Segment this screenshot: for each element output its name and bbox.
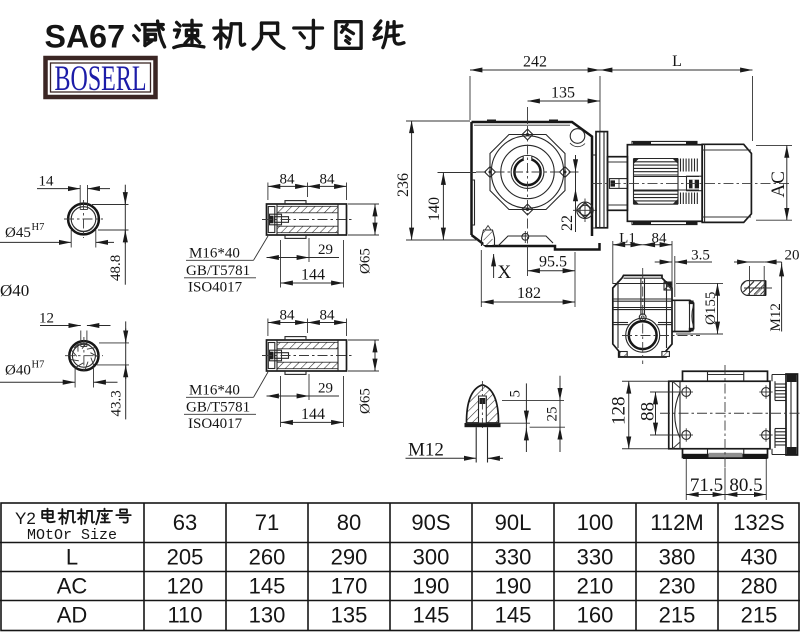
svg-text:190: 190 bbox=[495, 574, 532, 599]
svg-text:100: 100 bbox=[577, 510, 614, 535]
svg-text:M16*40: M16*40 bbox=[189, 383, 240, 399]
svg-text:ISO4017: ISO4017 bbox=[188, 416, 243, 432]
svg-text:L1: L1 bbox=[619, 231, 636, 247]
svg-text:190: 190 bbox=[413, 574, 450, 599]
svg-text:X: X bbox=[498, 262, 512, 283]
svg-text:25: 25 bbox=[545, 407, 561, 422]
svg-text:144: 144 bbox=[301, 406, 325, 423]
svg-text:H7: H7 bbox=[32, 360, 45, 371]
svg-text:Ø65: Ø65 bbox=[358, 388, 374, 414]
svg-text:170: 170 bbox=[331, 574, 368, 599]
svg-text:112M: 112M bbox=[650, 510, 703, 535]
svg-text:242: 242 bbox=[523, 54, 547, 71]
svg-text:128: 128 bbox=[609, 397, 630, 426]
svg-text:AC: AC bbox=[768, 171, 789, 197]
svg-text:90L: 90L bbox=[495, 510, 532, 535]
svg-text:230: 230 bbox=[659, 574, 696, 599]
svg-text:AC: AC bbox=[57, 574, 88, 599]
svg-text:GB/T5781: GB/T5781 bbox=[186, 400, 250, 416]
svg-text:430: 430 bbox=[741, 545, 778, 570]
svg-text:120: 120 bbox=[167, 574, 204, 599]
svg-text:Ø155: Ø155 bbox=[703, 292, 719, 325]
svg-text:71.5: 71.5 bbox=[690, 475, 723, 496]
svg-text:12: 12 bbox=[39, 311, 54, 327]
svg-text:330: 330 bbox=[495, 545, 532, 570]
svg-text:L: L bbox=[66, 545, 78, 570]
svg-text:145: 145 bbox=[495, 603, 532, 628]
svg-text:Ø65: Ø65 bbox=[358, 248, 374, 274]
svg-text:215: 215 bbox=[741, 603, 778, 628]
svg-text:84: 84 bbox=[280, 172, 296, 188]
svg-text:43.3: 43.3 bbox=[109, 390, 125, 416]
svg-text:M12: M12 bbox=[768, 303, 784, 331]
svg-text:88: 88 bbox=[638, 402, 659, 421]
svg-text:140: 140 bbox=[426, 197, 443, 221]
svg-text:84: 84 bbox=[320, 172, 336, 188]
svg-text:Ø45: Ø45 bbox=[5, 225, 31, 241]
svg-text:22: 22 bbox=[559, 215, 576, 231]
svg-text:84: 84 bbox=[280, 308, 296, 324]
svg-text:BOSERL: BOSERL bbox=[55, 58, 147, 98]
svg-text:110: 110 bbox=[167, 603, 202, 628]
svg-text:71: 71 bbox=[255, 510, 279, 535]
svg-text:300: 300 bbox=[413, 545, 450, 570]
svg-text:144: 144 bbox=[301, 267, 325, 284]
svg-text:20: 20 bbox=[785, 248, 800, 264]
svg-text:MOtOr Size: MOtOr Size bbox=[27, 527, 117, 544]
svg-text:330: 330 bbox=[577, 545, 614, 570]
svg-text:L: L bbox=[672, 53, 682, 70]
svg-text:AD: AD bbox=[57, 603, 88, 628]
svg-text:210: 210 bbox=[577, 574, 614, 599]
svg-text:5: 5 bbox=[508, 390, 524, 398]
svg-text:145: 145 bbox=[249, 574, 286, 599]
svg-text:SA67: SA67 bbox=[45, 18, 125, 54]
svg-text:260: 260 bbox=[249, 545, 286, 570]
svg-text:90S: 90S bbox=[411, 510, 450, 535]
svg-text:29: 29 bbox=[318, 381, 333, 397]
svg-text:M16*40: M16*40 bbox=[189, 246, 240, 262]
svg-text:205: 205 bbox=[167, 545, 204, 570]
svg-text:80.5: 80.5 bbox=[729, 475, 762, 496]
svg-text:380: 380 bbox=[659, 545, 696, 570]
svg-text:280: 280 bbox=[741, 574, 778, 599]
svg-text:GB/T5781: GB/T5781 bbox=[186, 263, 250, 279]
svg-text:95.5: 95.5 bbox=[539, 254, 567, 271]
svg-text:135: 135 bbox=[331, 603, 368, 628]
svg-text:130: 130 bbox=[249, 603, 286, 628]
svg-text:84: 84 bbox=[652, 231, 668, 247]
svg-text:145: 145 bbox=[413, 603, 450, 628]
svg-text:135: 135 bbox=[551, 85, 575, 102]
svg-text:Ø40: Ø40 bbox=[0, 281, 29, 300]
svg-text:80: 80 bbox=[337, 510, 361, 535]
svg-text:Ø40: Ø40 bbox=[5, 363, 31, 379]
svg-text:H7: H7 bbox=[32, 222, 45, 233]
svg-text:63: 63 bbox=[173, 510, 197, 535]
svg-text:48.8: 48.8 bbox=[108, 255, 124, 281]
svg-text:236: 236 bbox=[395, 173, 412, 197]
svg-text:14: 14 bbox=[39, 174, 55, 190]
svg-text:160: 160 bbox=[577, 603, 614, 628]
svg-text:132S: 132S bbox=[733, 510, 784, 535]
svg-text:ISO4017: ISO4017 bbox=[188, 280, 243, 296]
svg-text:84: 84 bbox=[320, 308, 336, 324]
svg-text:M12: M12 bbox=[408, 440, 444, 461]
svg-text:290: 290 bbox=[331, 545, 368, 570]
svg-text:182: 182 bbox=[517, 285, 541, 302]
svg-text:29: 29 bbox=[318, 242, 333, 258]
svg-text:215: 215 bbox=[659, 603, 696, 628]
svg-text:3.5: 3.5 bbox=[691, 248, 710, 264]
svg-text:Y2: Y2 bbox=[15, 509, 36, 528]
